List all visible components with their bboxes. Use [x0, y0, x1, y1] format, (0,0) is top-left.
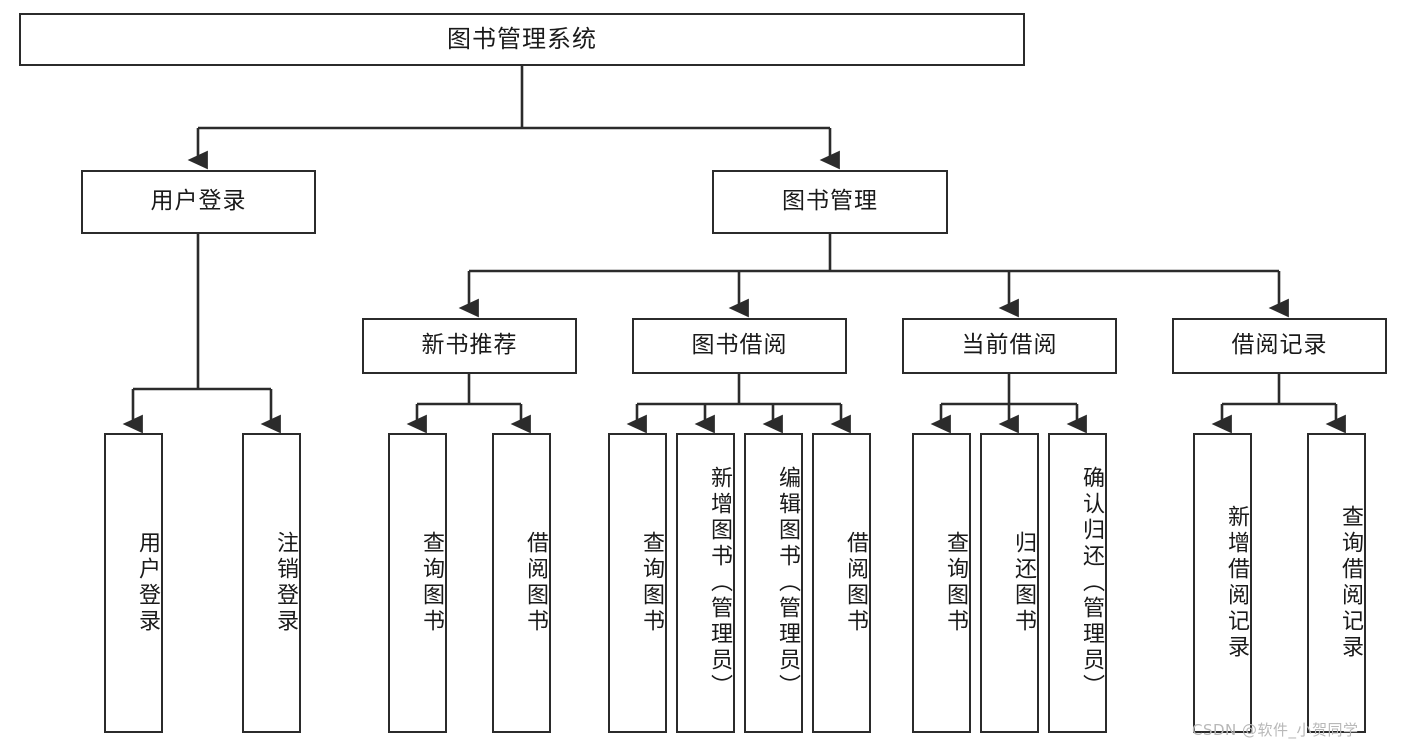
- node-borrow-record[interactable]: 借阅记录: [1172, 318, 1387, 374]
- leaf-label: 查询图书: [639, 531, 664, 635]
- leaf-label: 查询借阅记录: [1338, 505, 1363, 661]
- leaf-query-book-current[interactable]: 查询图书: [912, 433, 971, 733]
- leaf-confirm-return-admin[interactable]: 确认归还（管理员）: [1048, 433, 1107, 733]
- leaf-label: 新增借阅记录: [1224, 505, 1249, 661]
- leaf-user-logout[interactable]: 注销登录: [242, 433, 301, 733]
- leaf-label: 归还图书: [1011, 531, 1036, 635]
- leaf-label: 查询图书: [419, 531, 444, 635]
- leaf-query-book-recommend[interactable]: 查询图书: [388, 433, 447, 733]
- leaf-label: 借阅图书: [843, 531, 868, 635]
- node-label: 用户登录: [150, 188, 247, 215]
- leaf-label: 用户登录: [135, 531, 160, 635]
- leaf-add-book-admin[interactable]: 新增图书（管理员）: [676, 433, 735, 733]
- leaf-label: 编辑图书（管理员）: [775, 466, 800, 700]
- leaf-label: 确认归还（管理员）: [1079, 466, 1104, 700]
- leaf-user-login[interactable]: 用户登录: [104, 433, 163, 733]
- node-label: 图书借阅: [691, 332, 788, 359]
- node-user-login[interactable]: 用户登录: [81, 170, 316, 234]
- node-label: 当前借阅: [961, 332, 1058, 359]
- leaf-query-book-borrow[interactable]: 查询图书: [608, 433, 667, 733]
- leaf-label: 查询图书: [943, 531, 968, 635]
- node-new-book-recommend[interactable]: 新书推荐: [362, 318, 577, 374]
- leaf-borrow-book[interactable]: 借阅图书: [812, 433, 871, 733]
- node-book-borrow[interactable]: 图书借阅: [632, 318, 847, 374]
- node-current-borrow[interactable]: 当前借阅: [902, 318, 1117, 374]
- leaf-add-borrow-record[interactable]: 新增借阅记录: [1193, 433, 1252, 733]
- node-root-label: 图书管理系统: [447, 25, 597, 54]
- leaf-return-book[interactable]: 归还图书: [980, 433, 1039, 733]
- node-label: 新书推荐: [421, 332, 518, 359]
- node-label: 借阅记录: [1231, 332, 1328, 359]
- leaf-query-borrow-record[interactable]: 查询借阅记录: [1307, 433, 1366, 733]
- watermark-text: CSDN @软件_小贺同学: [1192, 721, 1359, 739]
- leaf-edit-book-admin[interactable]: 编辑图书（管理员）: [744, 433, 803, 733]
- node-root-system[interactable]: 图书管理系统: [19, 13, 1025, 66]
- leaf-borrow-book-recommend[interactable]: 借阅图书: [492, 433, 551, 733]
- leaf-label: 注销登录: [273, 531, 298, 635]
- node-book-management[interactable]: 图书管理: [712, 170, 948, 234]
- node-label: 图书管理: [782, 188, 878, 215]
- leaf-label: 借阅图书: [523, 531, 548, 635]
- leaf-label: 新增图书（管理员）: [707, 466, 732, 700]
